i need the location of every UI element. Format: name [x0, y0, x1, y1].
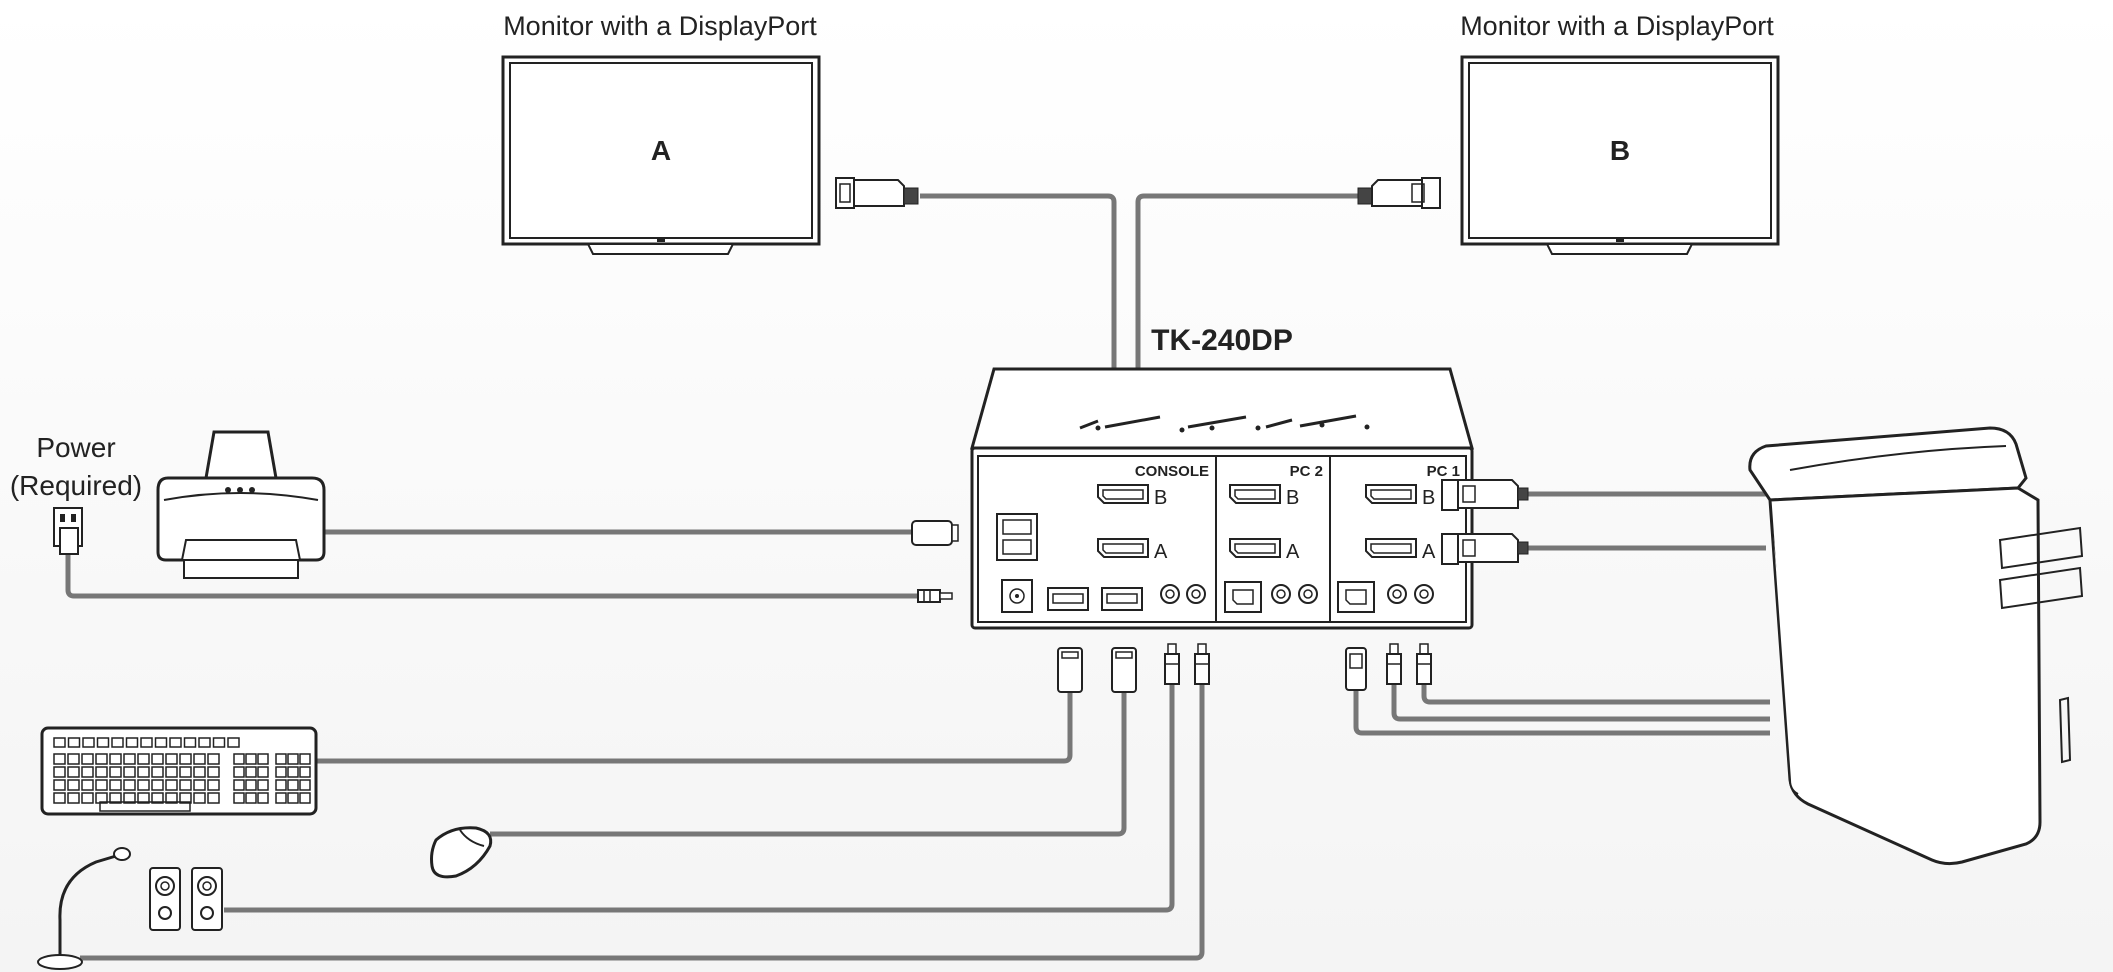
monitor-a-dp-plug — [835, 177, 919, 209]
monitor-a-stand — [586, 243, 735, 255]
power-outlet: Power (Required) — [10, 432, 142, 555]
monitor-a-caption: Monitor with a DisplayPort — [503, 11, 817, 41]
speaker-audio-plug — [1164, 643, 1180, 685]
monitor-b-dp-plug — [1357, 177, 1441, 209]
kvm-top-indicators — [1079, 414, 1357, 430]
monitor-b-stand — [1545, 243, 1694, 255]
kvm-top-face — [970, 367, 1474, 450]
pc1-usb-b-plug — [1345, 647, 1367, 691]
pc2-dp-a: A — [1229, 538, 1300, 563]
pc2-dp-a-label: A — [1286, 541, 1300, 563]
keyboard-usb-plug — [1057, 647, 1083, 693]
kvm-section-pc2: PC 2 — [1290, 463, 1323, 480]
pc1-usb-b-port — [1337, 581, 1375, 613]
monitor-b-letter: B — [1610, 135, 1630, 166]
power-jack — [1001, 579, 1033, 613]
pc1-dp-b-label: B — [1422, 487, 1435, 509]
cable-mouse — [490, 690, 1127, 837]
pc1-dp-plug-a — [1441, 533, 1529, 565]
computer-tower — [1748, 426, 2084, 866]
mouse — [430, 826, 493, 879]
pc2-audio-jacks — [1271, 584, 1318, 604]
printer-usb-plug — [911, 520, 959, 546]
cable-speakers — [224, 682, 1175, 913]
cable-pc1-audio-1 — [1391, 682, 1770, 722]
console-usb-port-1 — [1047, 587, 1089, 611]
cables — [65, 193, 1770, 961]
mouse-usb-plug — [1111, 647, 1137, 693]
monitor-b-bezel — [1460, 55, 1780, 246]
cable-monitor-b — [1108, 193, 1358, 498]
power-label-line2: (Required) — [10, 470, 142, 501]
console-dp-a-label: A — [1154, 541, 1168, 563]
microphone — [37, 847, 131, 970]
console-usb-port-2 — [1101, 587, 1143, 611]
cable-keyboard — [316, 690, 1073, 764]
speakers — [149, 867, 223, 931]
pc2-dp-b-label: B — [1286, 487, 1299, 509]
cable-monitor-a — [920, 193, 1138, 548]
console-dp-b: B — [1097, 484, 1167, 509]
mic-audio-plug — [1194, 643, 1210, 685]
pc1-audio-plug-1 — [1386, 643, 1402, 685]
cable-pc1-audio-2 — [1421, 682, 1770, 705]
pc1-dp-a-label: A — [1422, 541, 1436, 563]
pc1-dp-b: B — [1365, 484, 1435, 509]
monitor-b: Monitor with a DisplayPort B — [1357, 11, 1780, 255]
cable-power — [65, 555, 918, 599]
monitor-a-bezel — [501, 55, 821, 246]
power-barrel-plug — [917, 589, 953, 603]
console-dp-b-label: B — [1154, 487, 1167, 509]
pc1-dp-a: A — [1365, 538, 1436, 563]
pc2-usb-b-port — [1224, 581, 1262, 613]
pc1-audio-jacks — [1387, 584, 1434, 604]
monitor-a: Monitor with a DisplayPort A — [501, 11, 919, 255]
monitor-b-caption: Monitor with a DisplayPort — [1460, 11, 1774, 41]
pc2-dp-b: B — [1229, 484, 1299, 509]
monitor-a-letter: A — [651, 135, 671, 166]
pc1-audio-plug-2 — [1416, 643, 1432, 685]
cable-microphone — [80, 682, 1205, 961]
keyboard — [40, 726, 318, 816]
printer — [156, 430, 326, 579]
console-usb-stack — [996, 513, 1038, 561]
kvm-section-pc1: PC 1 — [1427, 463, 1460, 480]
console-dp-a: A — [1097, 538, 1168, 563]
pc1-dp-plug-b — [1441, 479, 1529, 511]
cable-pc1-usb — [1353, 690, 1770, 736]
console-audio-jacks — [1160, 584, 1206, 604]
kvm-section-console: CONSOLE — [1135, 463, 1209, 480]
kvm-model-label: TK-240DP — [1151, 324, 1293, 357]
power-label-line1: Power — [36, 432, 115, 463]
kvm-switch: TK-240DP CONSOLE PC 2 PC 1 — [970, 324, 1474, 630]
